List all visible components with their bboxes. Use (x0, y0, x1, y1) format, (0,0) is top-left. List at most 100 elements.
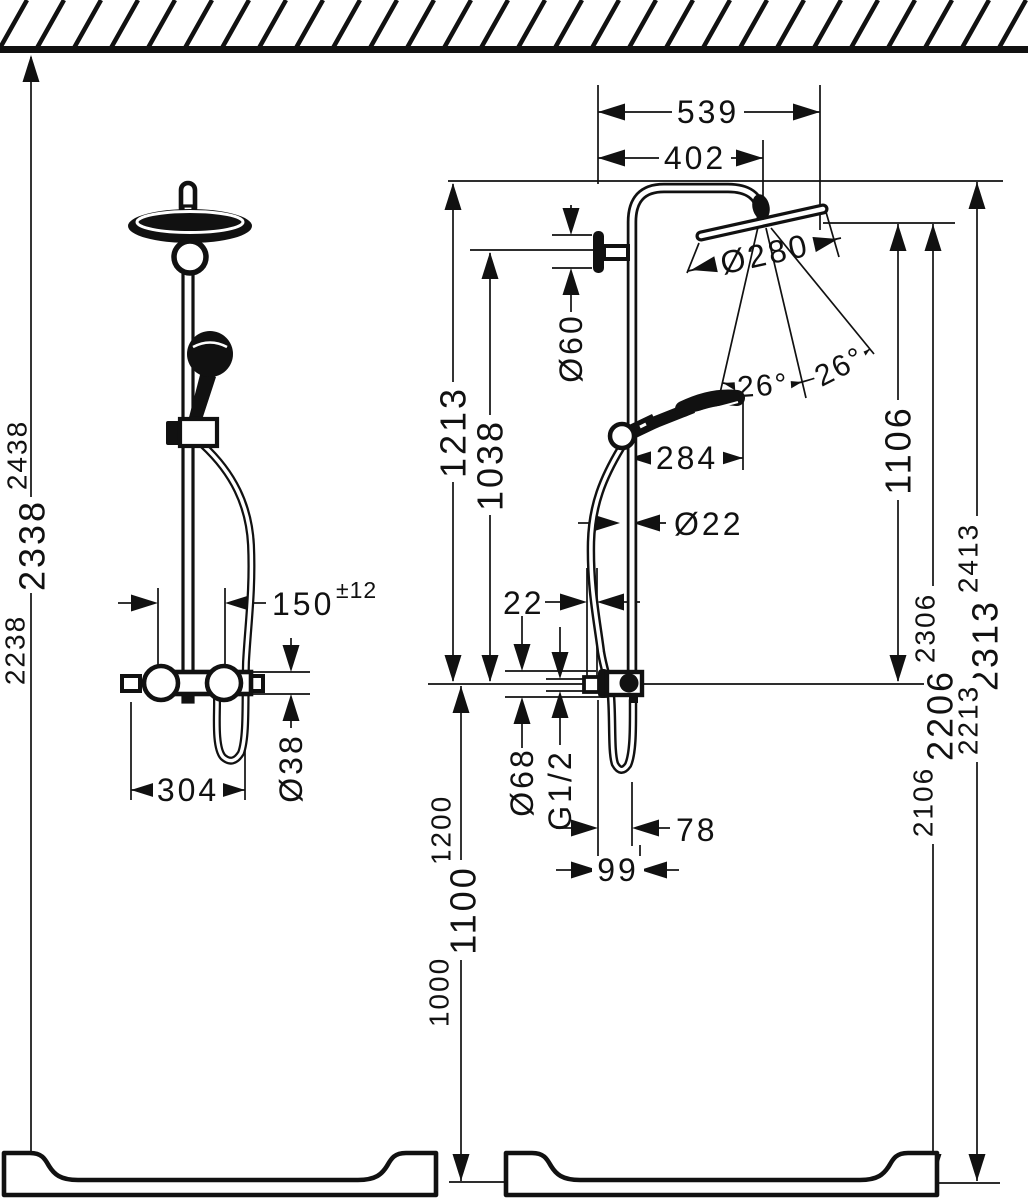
tilt-ray-center (765, 227, 807, 399)
ceiling-hatch (0, 0, 1028, 53)
shower-trays (1, 1150, 940, 1198)
label-bg (659, 144, 731, 172)
label-bg (428, 788, 454, 872)
label-bg (4, 413, 30, 497)
arrow-up-icon (889, 224, 907, 251)
arrow-up-icon (562, 268, 580, 295)
label-bg (910, 760, 936, 844)
label-bg (153, 776, 223, 804)
holder-pivot-ball (607, 421, 637, 451)
arrow-right-icon (560, 593, 587, 611)
arrow-right-icon (571, 819, 598, 837)
arrow-down-icon (551, 652, 569, 679)
dim-head-height-tilted-plus: 2306 (910, 593, 941, 663)
label-bg (734, 370, 792, 402)
label-bg (592, 856, 644, 884)
label-bg (651, 444, 723, 472)
label-bg (447, 860, 479, 960)
arrow-down-icon (513, 644, 531, 671)
dim-arm-span-total: 539 (677, 94, 739, 130)
dim-hose-wall-offset: 99 (597, 852, 639, 888)
ext-line (686, 242, 700, 274)
dim-valve-height: 1100 (443, 865, 484, 954)
arrow-left-icon (598, 149, 625, 167)
arrow-left-icon (597, 593, 624, 611)
dim-room-height-plus: 2438 (2, 420, 33, 490)
label-bg (955, 516, 981, 600)
side-view-dimensions-vertical: 1213 1038 1106 2306 2206 2106 2413 2313 … (424, 182, 1006, 1181)
dim-room-height-minus: 2238 (0, 615, 31, 685)
slider-grip (166, 421, 181, 445)
valve-hose-outlet (629, 694, 638, 703)
wall-bracket-arm (602, 244, 630, 261)
shower-tray-right (503, 1150, 940, 1198)
arrow-left-icon (689, 255, 720, 279)
arrow-left-icon (632, 819, 659, 837)
label-bg (672, 98, 744, 126)
front-view-dimensions: 150 ±12 Ø38 304 (118, 577, 377, 808)
side-view-dimensions-lower: 284 Ø22 22 Ø68 G1/2 (503, 402, 744, 888)
dim-inlet-offset: 22 (503, 585, 545, 621)
front-view-figure (120, 180, 265, 765)
shower-tray-left (1, 1150, 439, 1198)
dim-riser-above-valve: 1213 (433, 386, 474, 478)
label-bg (16, 497, 48, 593)
overhead-shower-rim (135, 210, 245, 234)
side-view-figure (582, 182, 829, 774)
arrow-up-icon (924, 224, 942, 251)
arrow-right-icon (131, 594, 158, 612)
arrow-up-icon (481, 252, 499, 279)
dim-head-height-tilted-minus: 2106 (908, 767, 939, 837)
s-connector-left (120, 674, 142, 693)
dim-bracket-above-valve: 1038 (470, 419, 511, 511)
arrow-right-icon (736, 149, 763, 167)
arrow-up-icon (444, 183, 462, 210)
dim-valve-offset: 150 (272, 586, 334, 622)
ext-line (825, 211, 840, 258)
hand-shower-head (675, 389, 745, 417)
label-bg (2, 608, 28, 692)
dim-valve-diameter: Ø38 (273, 733, 309, 802)
arrow-up-icon (551, 691, 569, 718)
wall-supply-stub (582, 675, 601, 694)
dim-head-height-top-minus: 2213 (953, 685, 984, 755)
tilt-ray-right (770, 227, 875, 355)
arrow-up-icon (513, 697, 531, 724)
arrow-down-icon (444, 655, 462, 682)
arrow-left-icon (640, 861, 667, 879)
arrow-up-icon (968, 182, 986, 209)
arrow-down-icon (481, 655, 499, 682)
dim-room-height: 2438 2338 2238 (0, 55, 53, 1181)
dim-valve-height-minus: 1000 (424, 957, 455, 1027)
tilt-ray-left (717, 226, 759, 403)
label-bg (882, 400, 914, 500)
dim-handshower-reach: 284 (656, 440, 718, 476)
label-bg (808, 341, 872, 393)
arrow-down-icon (452, 1154, 470, 1181)
dim-head-above-valve: 1106 (878, 405, 919, 494)
hand-shower-handle-notch (639, 422, 647, 429)
shower-arm-ring (171, 238, 209, 276)
reference-lines (15, 180, 1003, 1185)
label-bg (912, 586, 938, 670)
dim-arm-span-to-head: 402 (664, 140, 726, 176)
dim-head-height-top: 2313 (965, 599, 1006, 691)
dim-valve-height-plus: 1200 (426, 795, 457, 865)
arrow-up-icon (282, 694, 300, 721)
hand-shower-head-line (694, 400, 739, 415)
dim-thread-size: G1/2 (542, 749, 578, 830)
hose-outlet (184, 694, 193, 703)
dim-valve-offset-tolerance: ±12 (336, 577, 377, 603)
thermostat-handle-left (141, 663, 181, 703)
label-bg (437, 382, 469, 482)
slider-holder (177, 416, 220, 449)
dim-riser-diameter: Ø22 (674, 506, 743, 542)
arrow-down-icon (889, 655, 907, 682)
label-bg (474, 415, 506, 515)
arrow-up-icon (22, 55, 40, 82)
valve-knob (619, 673, 639, 693)
arrow-left-icon (598, 103, 625, 121)
label-bg (969, 595, 1001, 695)
